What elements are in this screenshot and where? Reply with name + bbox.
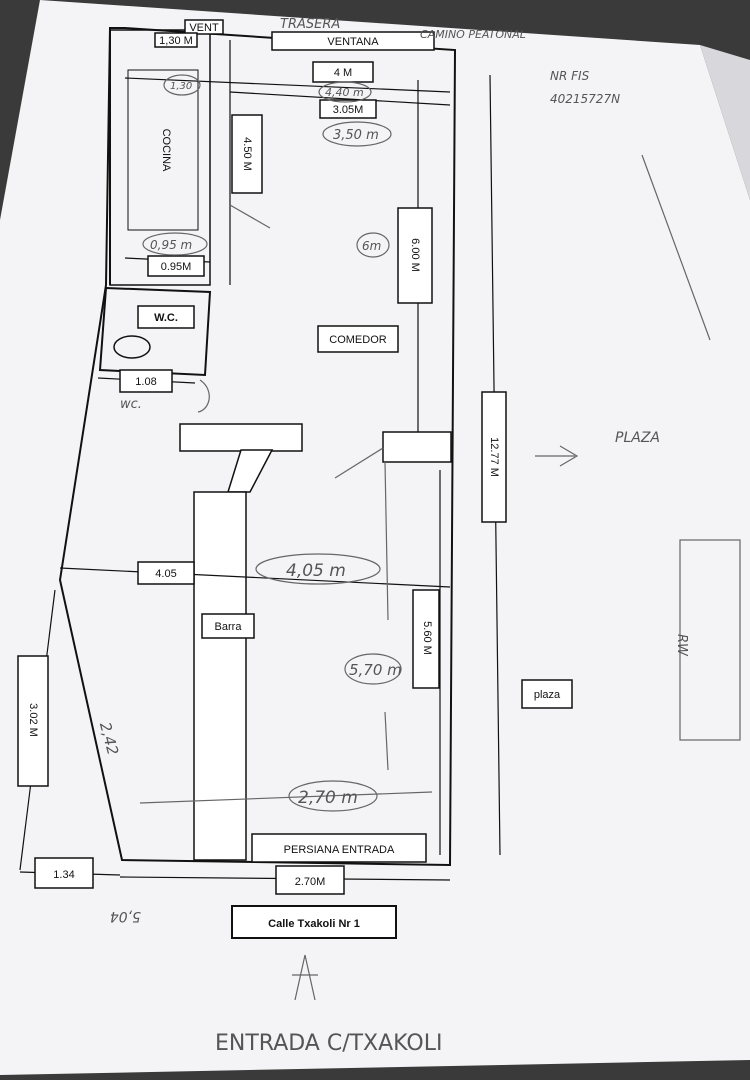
plaza-box [521,679,573,709]
h6m-handwriting: 6m [362,239,381,253]
m405b-label: 4.05 [155,568,176,580]
m450-label: 4.50 M [241,137,253,171]
plaza-handwriting: PLAZA [615,430,660,446]
h570-handwriting: 5,70 m [349,661,402,679]
camino-handwriting: CAMINO PEATONAL [420,28,526,41]
m600-label: 6.00 M [409,238,421,272]
entrance-arrow-icon [292,954,318,1001]
persiana-label: PERSIANA ENTRADA [284,844,395,856]
vent-box [184,19,224,35]
hwc-handwriting: wc. [120,397,142,412]
m302-box [17,655,49,787]
pencil-line-570b [384,711,389,771]
m130-label: 1,30 M [159,35,193,47]
h405-circle [255,553,381,585]
pencil-line-270 [139,791,433,804]
barra-connector [226,449,274,493]
persiana-box [251,833,427,863]
m3-box [319,99,377,119]
plaza-arrow-icon [535,445,579,467]
plaza-box-label: plaza [534,689,561,701]
m4-label: 4 M [334,67,352,79]
m560-label: 5.60 M [421,621,433,655]
barra-label: Barra [215,621,243,633]
m134-box [34,857,94,889]
m3-label: 3.05M [333,104,364,116]
comedor-box [317,325,399,353]
h440-handwriting: 4,40 m [325,86,364,99]
paper-shadow [700,45,750,200]
dim-line-350 [229,91,451,106]
pencil-sketch-right [641,154,711,341]
dim-line-440 [124,77,451,93]
counter-top-block [179,423,303,452]
m130-box [154,32,198,48]
h440-circle [318,81,372,103]
toilet-symbol [113,335,151,359]
calle-label: Calle Txakoli Nr 1 [268,918,360,930]
m270-box [275,865,345,895]
h130-circle [163,74,201,96]
h350-circle [322,121,392,147]
h350-handwriting: 3,50 m [333,128,379,143]
vent-label: VENT [189,22,219,34]
m1277-label: 12.77 M [488,437,500,477]
pencil-line-570 [384,461,389,621]
m108-label: 1.08 [135,376,156,388]
nr-fiscal-handwriting: NR FIS [550,69,590,83]
ventana-box [271,31,435,51]
pencil-door-swing [229,204,271,229]
entrada-handwriting: ENTRADA C/TXAKOLI [215,1031,442,1056]
pencil-door-line [334,447,384,479]
nr-number-handwriting: 40215727N [550,92,620,106]
h095-circle [142,232,208,256]
m108-box [119,369,173,393]
m1277-box [481,391,507,523]
calle-box [231,905,397,939]
ventana-label: VENTANA [327,36,379,48]
dim-line-405 [59,567,451,588]
h570-circle [344,653,402,685]
m600-box [397,207,433,304]
rw-handwriting: RW [674,634,689,657]
m560-box [412,589,440,689]
h270-circle [288,780,378,812]
trasera-handwriting: TRASERA [280,17,340,32]
kitchen-counter [127,69,199,231]
h504-handwriting: 5,04 [110,908,141,924]
m450-box [231,114,263,194]
comedor-label: COMEDOR [329,334,387,346]
pencil-wc-door [197,379,210,413]
m270-label: 2.70M [295,876,326,888]
wc-box [137,305,195,329]
m302-label: 3.02 M [27,703,39,737]
h095-handwriting: 0,95 m [150,238,192,252]
cocina-label: COCINA [160,129,172,172]
wc-label: W.C. [154,312,178,324]
column-block [382,431,452,463]
m095-box [147,255,205,277]
kitchen-area [109,29,211,286]
wc-walls [98,286,212,377]
barra-counter [193,491,247,861]
m095-label: 0.95M [161,261,192,273]
h130-handwriting: 1,30 [170,81,192,92]
h405-handwriting: 4,05 m [286,561,346,581]
h6m-circle [356,232,390,258]
m134-label: 1.34 [53,869,74,881]
barra-box [201,613,255,639]
h270-handwriting: 2,70 m [298,788,358,808]
m405b-box [137,561,195,585]
pencil-sketch-box [679,539,741,741]
